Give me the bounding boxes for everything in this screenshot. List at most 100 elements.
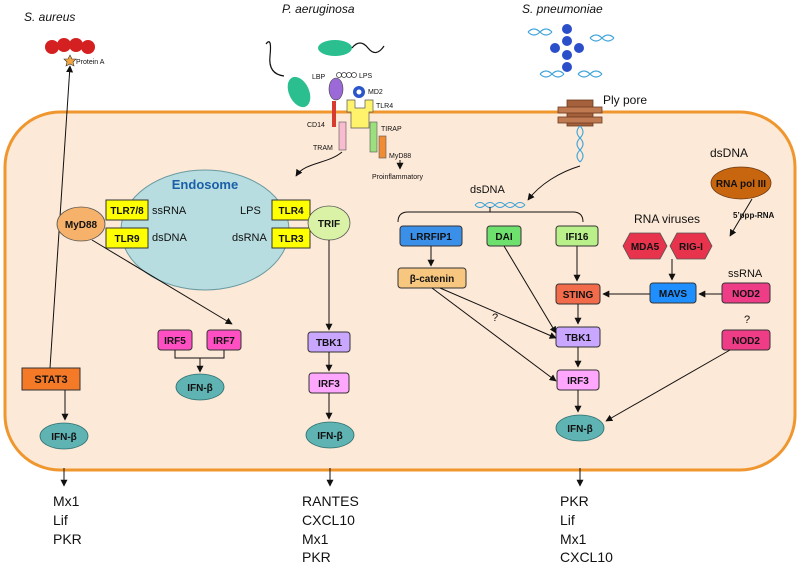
tirap-label: TIRAP	[381, 126, 402, 133]
lps-icon	[336, 72, 357, 78]
ifi16-label: IFI16	[566, 232, 589, 243]
md2-icon	[353, 86, 365, 98]
tlr4-label: TLR4	[279, 206, 304, 217]
ifnb-left-label: IFN-β	[187, 383, 213, 394]
ifnb-stat3-label: IFN-β	[51, 432, 77, 443]
lrrfip1-label: LRRFIP1	[410, 232, 452, 243]
tram-to-trif-arrow	[295, 151, 343, 177]
tlr4-node	[271, 199, 311, 221]
ssrna-endosome-label: ssRNA	[152, 205, 187, 217]
rigi-node	[669, 232, 713, 260]
output-gene: PKR	[53, 531, 82, 547]
cd14-label: CD14	[307, 122, 325, 129]
tlr9-label: TLR9	[115, 234, 140, 245]
nod2-a-node	[721, 282, 771, 304]
tlr78-label: TLR7/8	[110, 206, 144, 217]
nod2-b-label: NOD2	[732, 336, 760, 347]
tlr9-node	[105, 227, 149, 249]
md2-label: MD2	[368, 89, 383, 96]
ifnb-right-label: IFN-β	[567, 424, 593, 435]
dsrna-endosome-label: dsRNA	[232, 232, 268, 244]
organism-p-aeruginosa: P. aeruginosa	[282, 2, 355, 16]
tram-label: TRAM	[313, 145, 333, 152]
p-aeruginosa-bacteria-icon	[265, 40, 385, 108]
myd88-to-irf-arrow	[91, 239, 233, 325]
ifnb-mid-label: IFN-β	[317, 431, 343, 442]
tlr4-membrane-label: TLR4	[376, 103, 393, 110]
dsdna-cyto-label: dsDNA	[470, 184, 506, 196]
ssrna-right-label: ssRNA	[728, 268, 763, 280]
protein-a-icon	[63, 54, 77, 67]
output-gene: Lif	[560, 512, 575, 528]
rna-pol3-label: RNA pol III	[716, 179, 766, 190]
tbk1-right-label: TBK1	[565, 333, 592, 344]
tram-icon	[338, 121, 347, 151]
rna-pol3-node	[710, 166, 772, 200]
dna-strand-icon	[527, 28, 615, 78]
question-mark-1: ?	[492, 312, 498, 324]
stat3-node	[21, 367, 81, 391]
dsdna-right-label: dsDNA	[710, 146, 748, 160]
irf3-right-label: IRF3	[567, 376, 589, 387]
question-mark-2: ?	[744, 314, 750, 326]
output-list-right: PKR Lif Mx1 CXCL10	[560, 493, 613, 564]
output-gene: Lif	[53, 512, 68, 528]
nod2-a-label: NOD2	[732, 289, 760, 300]
s-pneumoniae-bacteria-icon	[550, 24, 584, 72]
tlr4-membrane-icon	[346, 99, 374, 129]
ply-pore-icon	[557, 99, 603, 127]
lps-top-label: LPS	[359, 73, 373, 80]
rigi-label: RIG-I	[679, 242, 703, 253]
proinflammatory-label: Proinflammatory	[372, 174, 423, 181]
lps-endosome-label: LPS	[240, 205, 261, 217]
cd14-icon	[332, 101, 336, 127]
output-gene: RANTES	[302, 493, 359, 509]
sting-label: STING	[563, 290, 594, 301]
output-gene: PKR	[560, 493, 589, 509]
dna-through-pore-icon	[576, 125, 584, 163]
irf7-label: IRF7	[213, 336, 235, 347]
irf3-mid-label: IRF3	[318, 379, 340, 390]
myd88-membrane-icon	[378, 135, 387, 159]
ifnb-mid-node	[305, 421, 355, 449]
tlr3-label: TLR3	[279, 234, 304, 245]
nod2-b-node	[721, 329, 771, 351]
irf5-label: IRF5	[164, 336, 186, 347]
ifnb-right-node	[555, 414, 605, 442]
output-gene: CXCL10	[302, 512, 355, 528]
dna-entry-arrow	[527, 165, 581, 201]
output-gene: Mx1	[302, 531, 329, 547]
output-list-middle: RANTES CXCL10 Mx1 PKR	[302, 493, 359, 564]
ifnb-left-node	[175, 373, 225, 401]
mavs-node	[649, 282, 697, 304]
bcatenin-to-irf3-arrow	[431, 287, 557, 382]
dai-to-tbk1-arrow	[503, 245, 557, 334]
tlr78-node	[105, 199, 149, 221]
organism-s-aureus: S. aureus	[24, 10, 75, 24]
protein-a-label: Protein A	[76, 59, 105, 66]
trif-label: TRIF	[318, 219, 340, 230]
output-gene: Mx1	[560, 531, 587, 547]
lbp-icon	[328, 77, 344, 101]
rnapol-to-rigi-arrow	[729, 198, 753, 237]
dsdna-cyto-icon	[474, 202, 526, 208]
rna-viruses-label: RNA viruses	[634, 212, 700, 226]
nod2-to-ifnb-arrow	[605, 349, 731, 422]
lbp-label: LBP	[312, 74, 326, 81]
output-gene: PKR	[302, 549, 331, 564]
stat3-label: STAT3	[34, 374, 67, 386]
ppp-rna-label: 5’ppp-RNA	[733, 211, 775, 220]
s-aureus-bacteria-icon	[45, 38, 95, 54]
ply-pore-label: Ply pore	[603, 93, 647, 107]
output-gene: CXCL10	[560, 549, 613, 564]
ifnb-stat3-node	[39, 422, 89, 450]
dsdna-endosome-label: dsDNA	[152, 232, 188, 244]
dai-label: DAI	[495, 232, 512, 243]
myd88-membrane-label: MyD88	[389, 153, 411, 160]
mda5-node	[622, 232, 668, 260]
tirap-icon	[369, 121, 378, 153]
tbk1-mid-label: TBK1	[316, 338, 343, 349]
myd88-label: MyD88	[65, 220, 98, 231]
